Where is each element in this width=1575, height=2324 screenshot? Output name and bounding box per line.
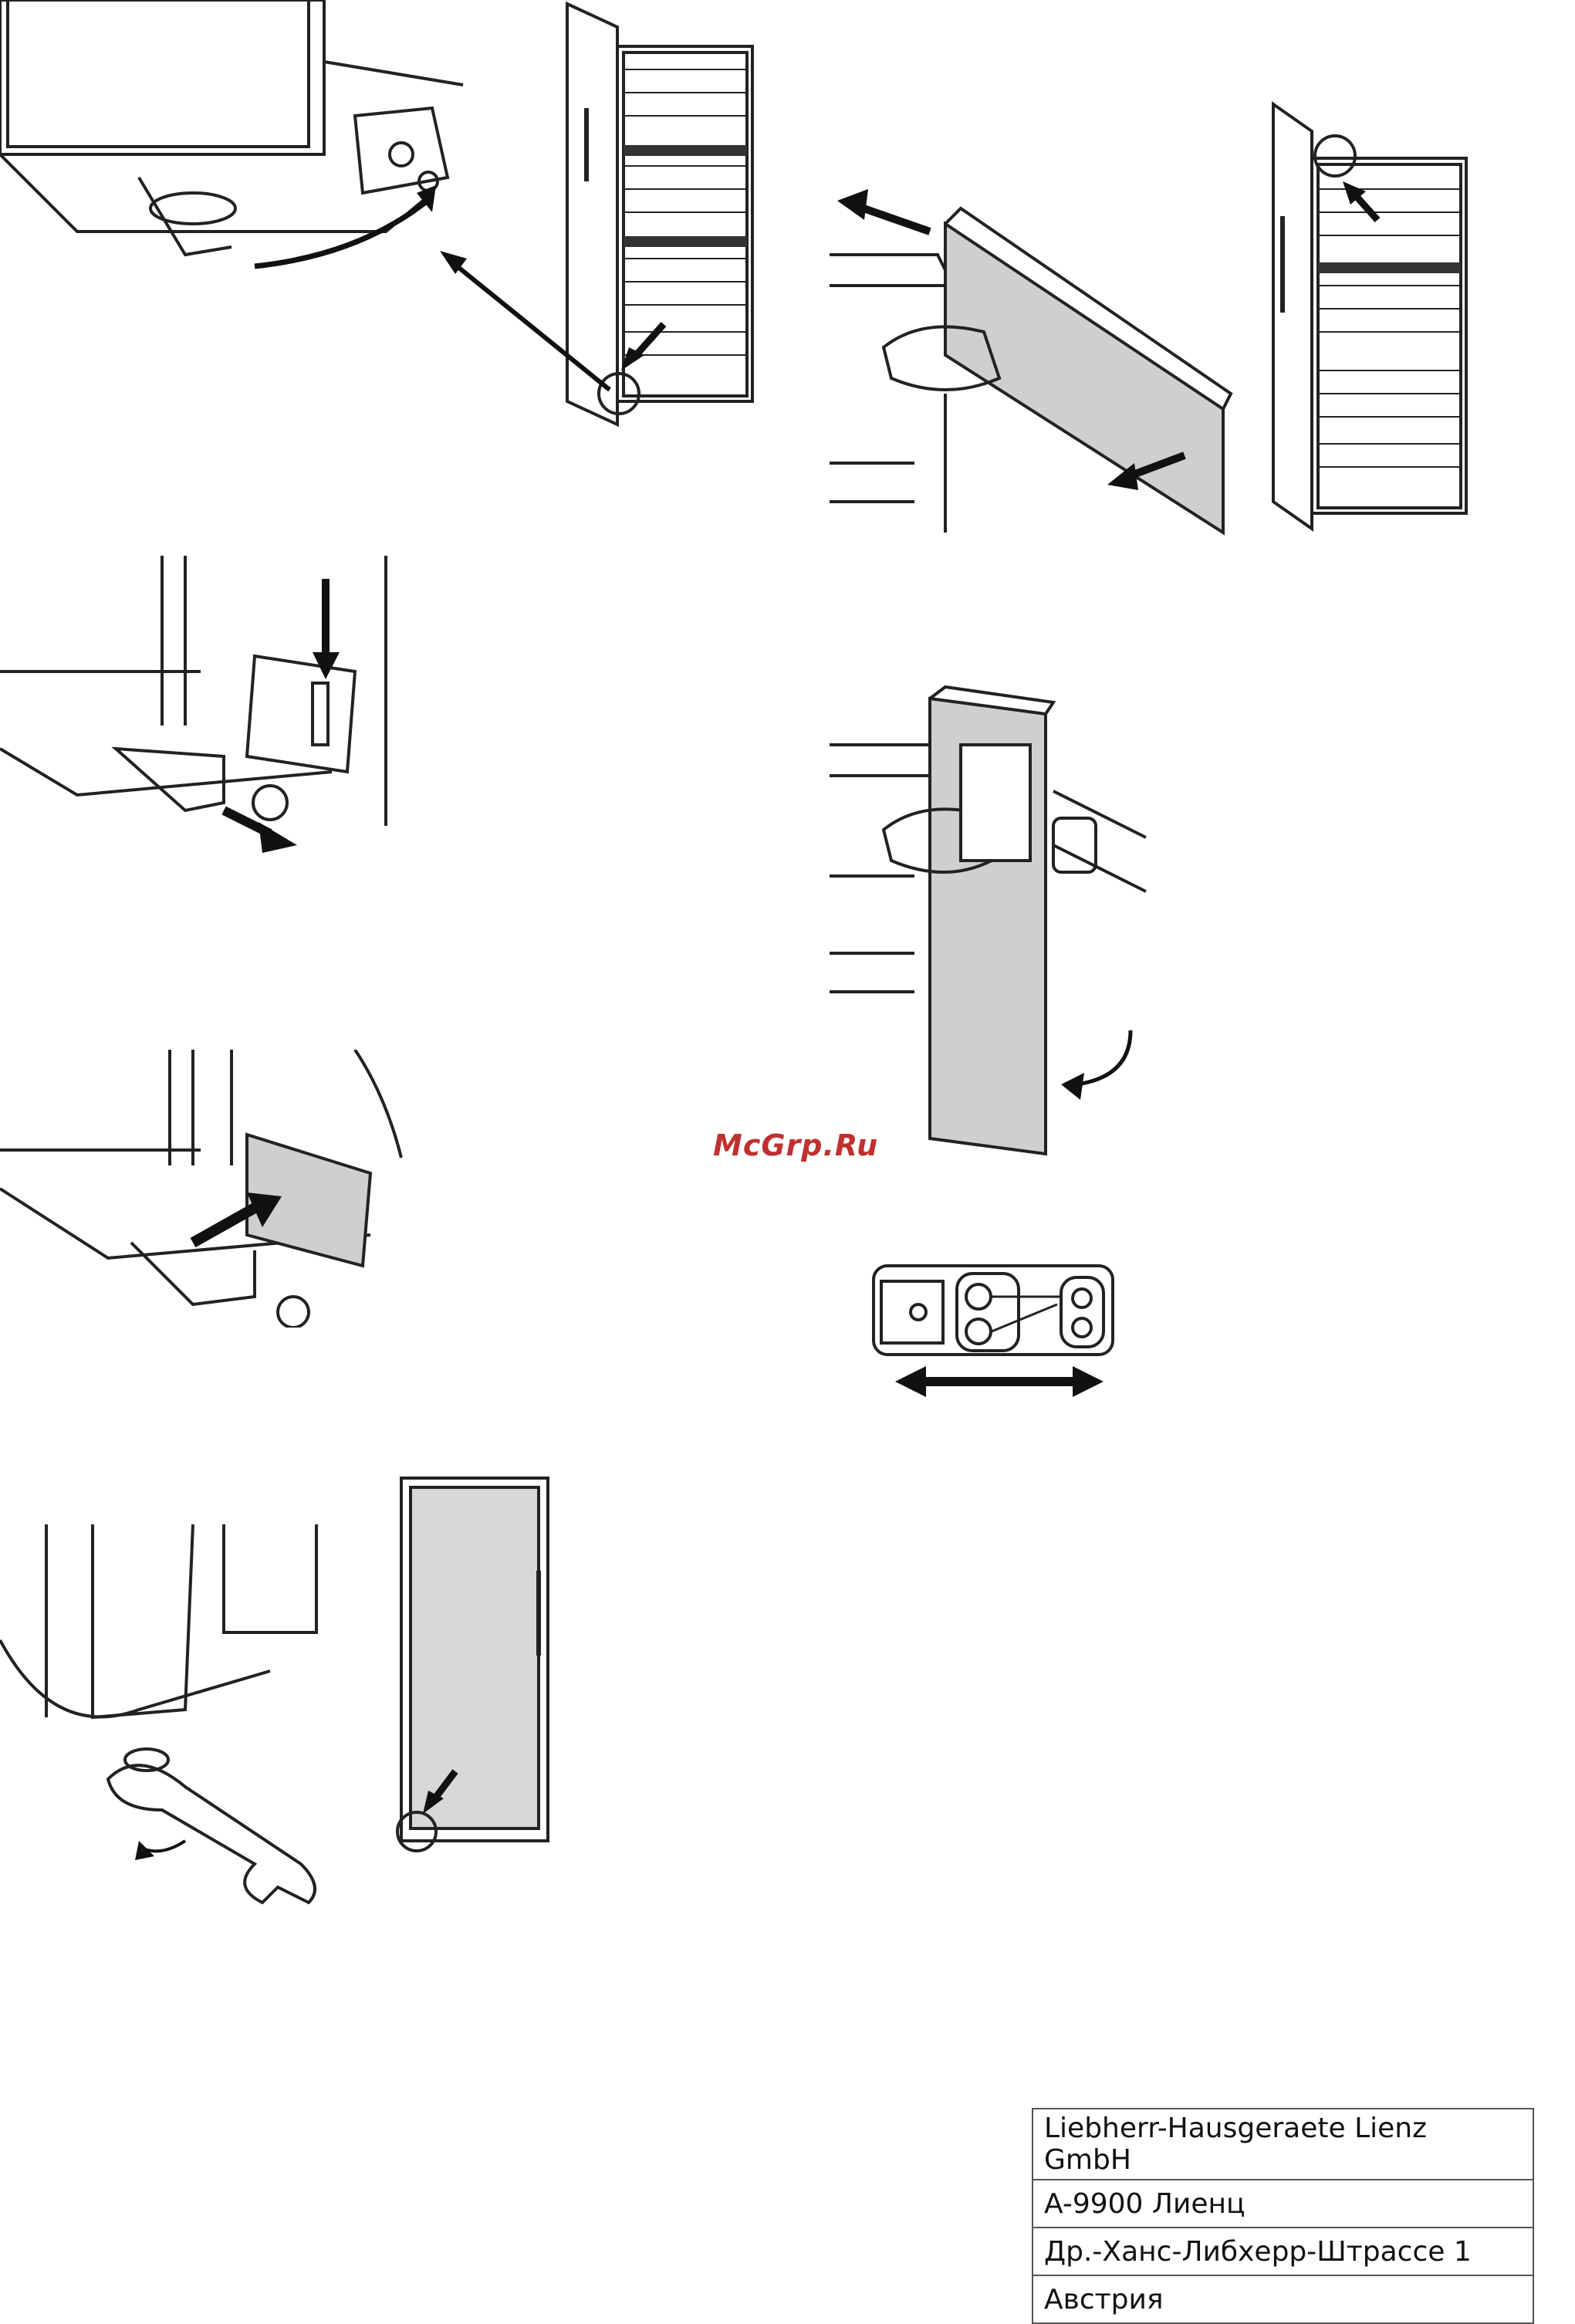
- address-line-city: A-9900 Лиенц: [1033, 2180, 1533, 2228]
- figure-door-panel-mount: [830, 683, 1169, 1162]
- figure-cabinet-closed: [386, 1470, 563, 1872]
- figure-cabinet-door-open-top: [1266, 100, 1482, 533]
- figure-hinge-plate-adjust: [864, 1258, 1119, 1412]
- address-block: Liebherr-Hausgeraete Lienz GmbH A-9900 Л…: [1032, 2108, 1534, 2324]
- figure-foot-wrench-adjust: [0, 1524, 355, 1926]
- address-line-street: Др.-Ханс-Либхерр-Штрассе 1: [1033, 2228, 1533, 2275]
- figure-hinge-pin-removal: [0, 556, 401, 864]
- figure-top-cover-removal: [830, 178, 1239, 540]
- address-line-country: Австрия: [1033, 2275, 1533, 2323]
- wrench-icon: [108, 1765, 315, 1903]
- watermark-text: McGrp.Ru: [713, 1128, 878, 1162]
- address-line-company: Liebherr-Hausgeraete Lienz GmbH: [1033, 2109, 1533, 2180]
- figure-cabinet-door-open-bottom: [432, 0, 772, 432]
- figure-hinge-cover-insert: [0, 1050, 417, 1328]
